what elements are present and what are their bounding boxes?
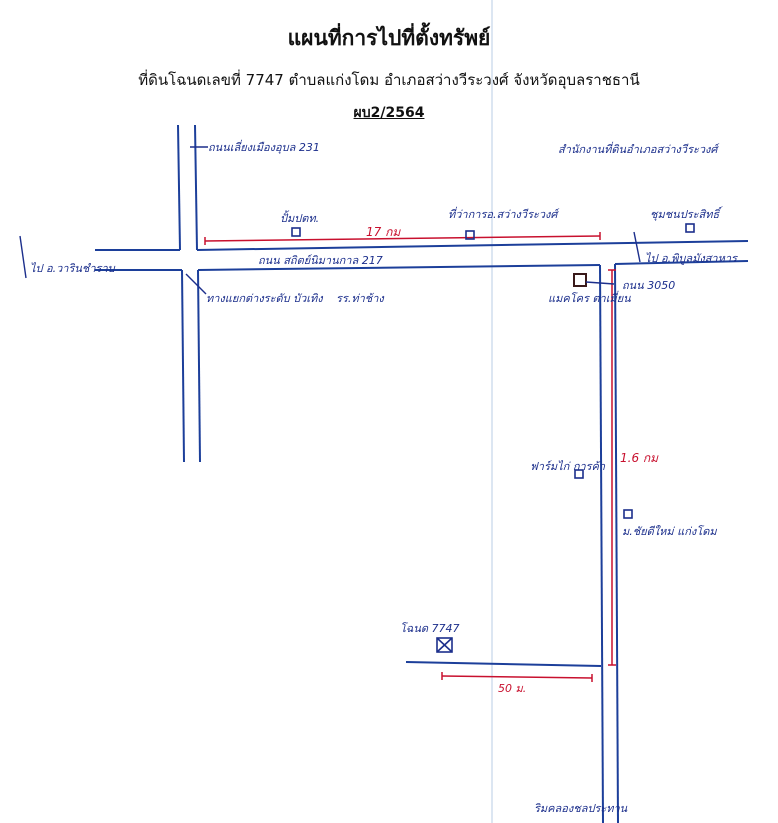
parcel-marker (436, 637, 453, 653)
label-farm: ฟาร์มไก่ การค้า (530, 460, 606, 473)
label-pump: ปั้มปตท. (280, 210, 319, 225)
district-office-marker (465, 230, 475, 240)
label-canal: ริมคลองชลประทาน (534, 802, 628, 815)
label-road-3050: ถนน 3050 (622, 279, 675, 292)
label-dist-50m: 50 ม. (498, 682, 526, 695)
pump-marker (291, 227, 301, 237)
label-road-231: ถนนเลี่ยงเมืองอุบล 231 (208, 139, 320, 154)
village-marker (623, 509, 633, 519)
label-dist-1-6km: 1.6 กม (620, 451, 659, 465)
map-subtitle: ที่ดินโฉนดเลขที่ 7747 ตำบลแก่งโดม อำเภอส… (138, 71, 640, 89)
distance-markers (204, 232, 616, 682)
label-district-office: ที่ว่าการอ.สว่างวีระวงศ์ (448, 206, 560, 221)
label-to-warin: ไป อ.วารินชำราบ (30, 262, 116, 275)
landmark-markers (291, 223, 695, 519)
label-to-phibun: ไป อ.พิบูลมังสาหาร (645, 252, 739, 265)
document-code: ผบ2/2564 (353, 105, 425, 121)
map-title: แผนที่การไปที่ตั้งทรัพย์ (287, 26, 491, 50)
label-village: ม.ชัยดีใหม่ แก่งโดม (622, 525, 717, 538)
label-road-217: ถนน สถิตย์นิมานกาล 217 (258, 254, 383, 267)
leader-lines (185, 146, 615, 295)
road-231 (177, 124, 201, 463)
label-land-office: สำนักงานที่ดินอำเภอสว่างวีระวงศ์ (558, 141, 720, 156)
label-hospital: ชุมชนประสิทธิ์ (650, 206, 724, 221)
label-parcel: โฉนด 7747 (400, 622, 460, 635)
hospital-marker (685, 223, 695, 233)
arrow-to-phibun (633, 231, 641, 263)
label-makro: แมคโคร ตาเมี่ยน (548, 290, 631, 305)
label-intersection: ทางแยกต่างระดับ บัวเทิง (206, 292, 324, 305)
makro-marker (573, 273, 587, 287)
road-217 (95, 240, 749, 271)
road-3050 (599, 263, 619, 823)
label-school: รร.ท่าช้าง (336, 292, 385, 305)
lane-to-parcel (405, 661, 602, 667)
farm-marker (574, 469, 584, 479)
arrow-to-warin (19, 235, 27, 279)
label-dist-17km: 17 กม (366, 225, 401, 239)
